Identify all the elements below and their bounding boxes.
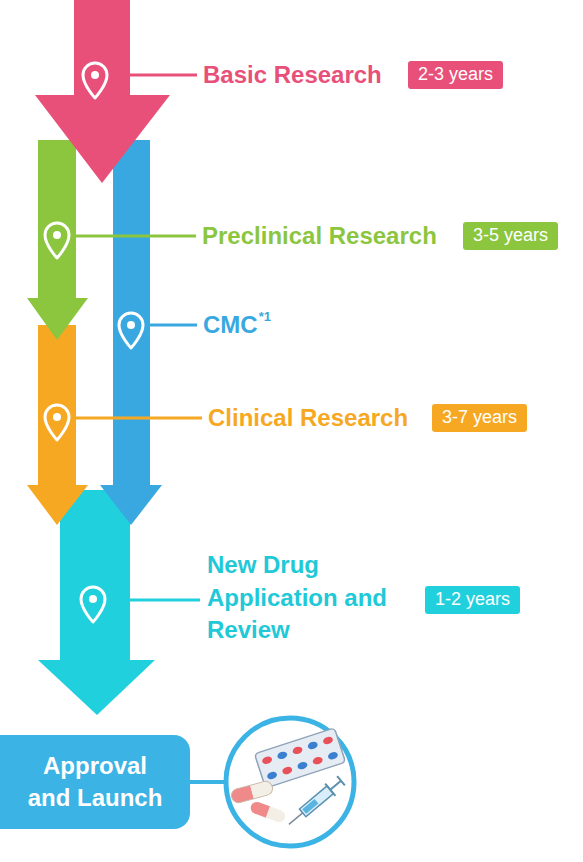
- clinical-arrow: [27, 325, 88, 525]
- duration-text: 2-3 years: [418, 64, 493, 86]
- review-arrow: [38, 490, 155, 715]
- leader-line: [185, 780, 228, 784]
- footnote-mark: *1: [259, 308, 271, 326]
- pin-icon: [81, 587, 105, 622]
- stage-label: New Drug Application and Review: [207, 549, 422, 646]
- medicine-illustration: [226, 718, 354, 846]
- preclinical-arrow: [27, 140, 88, 340]
- pin-icon: [119, 313, 143, 348]
- pin-icon: [45, 223, 69, 258]
- stage-label: CMC: [203, 309, 258, 341]
- leader-line: [70, 235, 196, 238]
- result-text: Approval and Launch: [20, 750, 170, 815]
- leader-line: [144, 324, 197, 327]
- duration-text: 1-2 years: [435, 589, 510, 611]
- leader-line: [70, 417, 202, 420]
- stage-label: Basic Research: [203, 59, 382, 91]
- leader-line: [108, 74, 197, 77]
- duration-badge: 2-3 years: [408, 61, 503, 89]
- duration-text: 3-5 years: [473, 225, 548, 247]
- duration-badge: 3-5 years: [463, 222, 558, 250]
- stage-label: Clinical Research: [208, 402, 408, 434]
- cmc-arrow: [100, 140, 162, 525]
- duration-badge: 3-7 years: [432, 404, 527, 432]
- basic-arrow: [35, 0, 170, 183]
- duration-badge: 1-2 years: [425, 586, 520, 614]
- result-box: Approval and Launch: [0, 735, 190, 829]
- pin-icon: [83, 63, 107, 98]
- stage-label: Preclinical Research: [202, 220, 437, 252]
- duration-text: 3-7 years: [442, 407, 517, 429]
- pin-icon: [45, 405, 69, 440]
- leader-line: [108, 599, 200, 602]
